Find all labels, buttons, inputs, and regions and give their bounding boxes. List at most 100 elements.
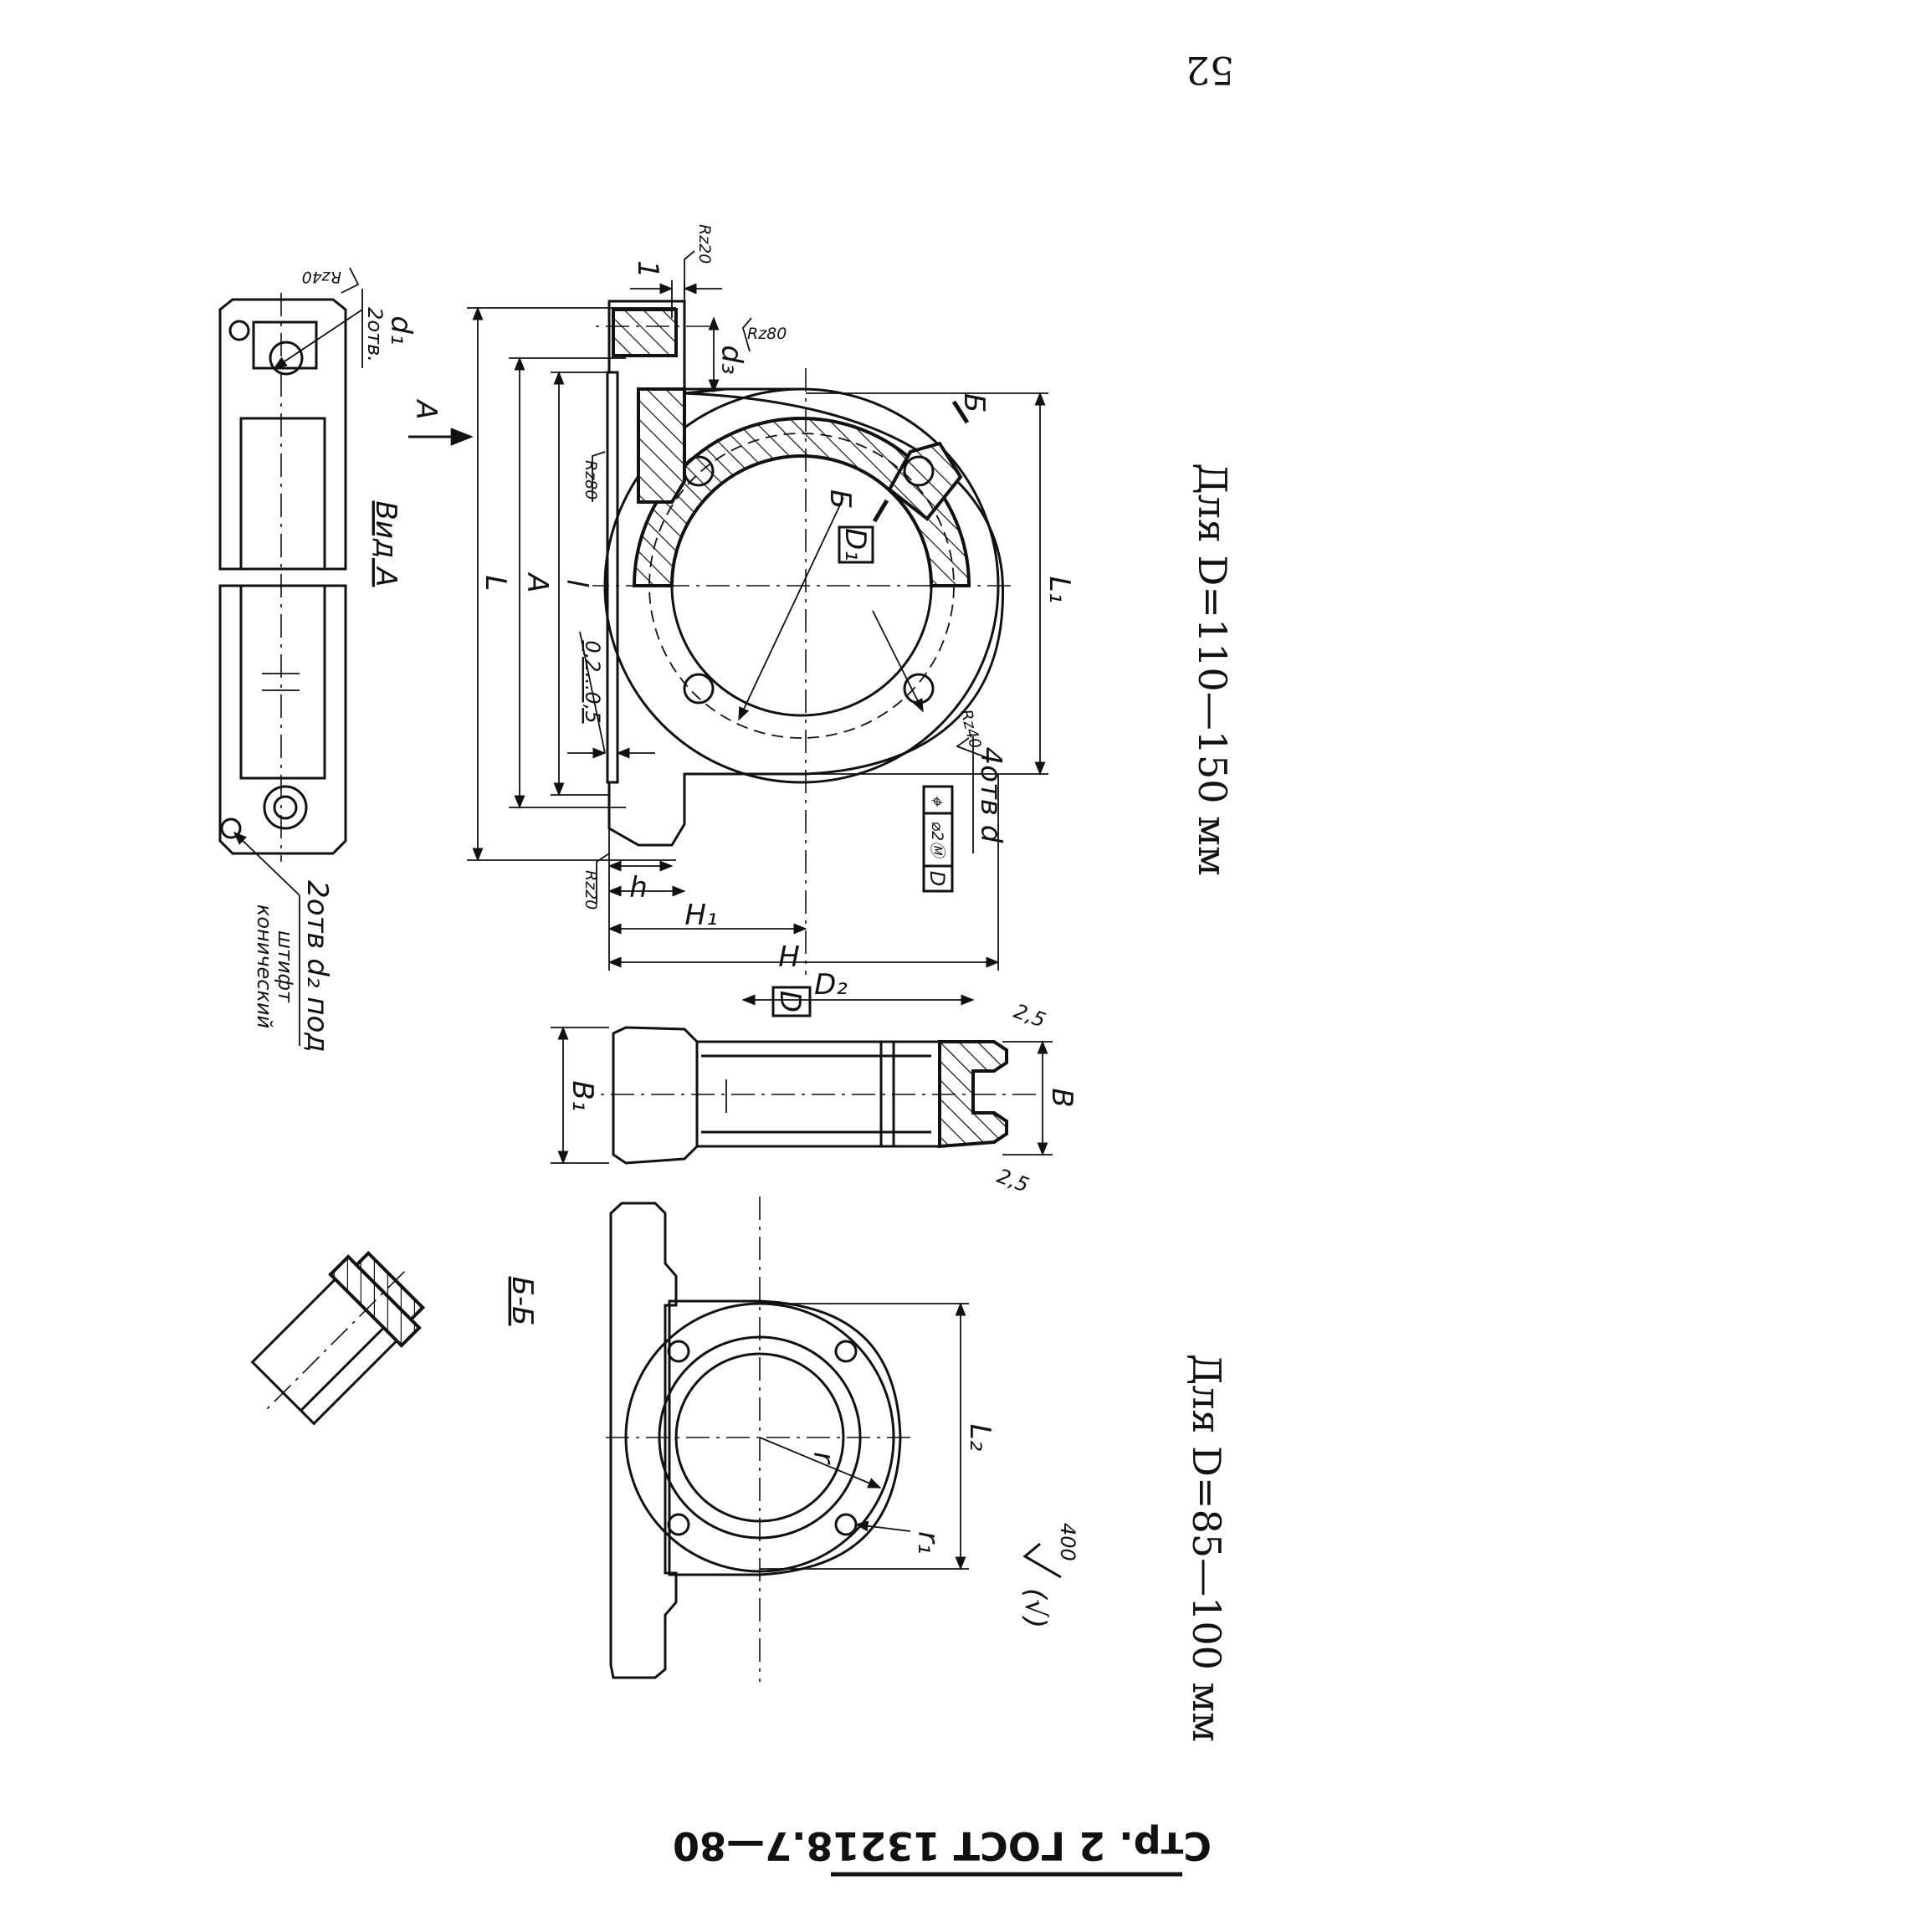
small-hole-br <box>667 1513 690 1536</box>
bolt-hole-tl <box>903 455 935 487</box>
foot-section <box>637 387 686 504</box>
view-a-boss-inner <box>273 795 298 820</box>
roughness-rz40-view-a-text: Rz40 <box>302 268 341 286</box>
label-L1: L₁ <box>1043 577 1076 604</box>
label-gap: 0,2...0,5 <box>581 640 604 723</box>
label-d2-line3: конический <box>253 905 276 1028</box>
label-L: L <box>479 576 512 592</box>
drawing-sheet: 52 Для D=110—150 мм Для D=85—100 мм Стр.… <box>218 48 1235 1877</box>
left-boss <box>612 308 678 357</box>
bolt-hole-br <box>683 673 715 705</box>
label-d2-holes: 2отв d₂ под <box>300 880 334 1053</box>
label-d1: d₁ <box>384 315 418 345</box>
d1-leader-arrow <box>273 309 363 369</box>
roughness-rz80-side-text: Rz80 <box>747 325 787 343</box>
small-hole-tl <box>834 1340 858 1363</box>
roughness-rz80-base-text: Rz80 <box>582 460 600 500</box>
gap-leader <box>579 631 606 754</box>
label-r: r <box>807 1452 840 1465</box>
bolt-hole-bl <box>683 455 715 487</box>
label-d3: d₃ <box>715 345 748 374</box>
radius-r1-leader <box>854 1520 911 1532</box>
label-chamfer-left: 2,5 <box>1011 999 1048 1032</box>
tolerance-symbol: ⌖ <box>925 794 949 807</box>
label-view-A: Вид A <box>369 501 402 587</box>
view-a: Вид A d₁ 2отв. 2отв d₂ под штифт коничес… <box>218 267 418 1053</box>
roughness-rz20-right-text: Rz20 <box>582 870 600 910</box>
roughness-rz20-right-tick <box>596 853 610 904</box>
roughness-rz20-left: Rz20 <box>684 224 714 297</box>
roughness-rz20-right: Rz20 <box>582 853 610 910</box>
holes-leader <box>872 610 924 713</box>
label-B1: B₁ <box>566 1081 599 1112</box>
running-head: Стр. 2 ГОСТ 13218.7—80 <box>673 1823 1212 1868</box>
roughness-rz40-tick <box>956 737 986 758</box>
view-a-hole-d2 <box>220 817 242 839</box>
small-view: 400 (√) L₂ r r₁ <box>601 1197 1079 1682</box>
roughness-rz40-view-a: Rz40 <box>302 267 360 294</box>
section-bb-axis <box>262 1271 405 1414</box>
view-a-small-hole <box>228 320 250 341</box>
housing-outline <box>607 300 1004 847</box>
header-right: Для D=85—100 мм <box>1184 1354 1229 1742</box>
d1-leader <box>738 497 844 721</box>
label-section-title: Б-Б <box>505 1277 539 1326</box>
label-D2: D₂ <box>814 968 848 1002</box>
page-number: 52 <box>1186 48 1235 93</box>
small-hole-bl <box>667 1340 690 1363</box>
tolerance-value: ⌀2Ⓜ <box>928 822 946 860</box>
bolt-circle <box>648 433 955 739</box>
label-section-mark: Б <box>957 393 991 413</box>
d2-leader-arrow <box>233 831 300 896</box>
tolerance-frame: ⌖ ⌀2Ⓜ D <box>922 785 954 893</box>
label-chamfer-right: 2,5 <box>994 1164 1032 1197</box>
label-arrow-A: A <box>409 398 443 419</box>
side-view: B B₁ 2,5 2,5 D <box>551 986 1079 1197</box>
base-plate <box>606 371 619 784</box>
view-a-slot-right <box>239 584 326 780</box>
header-left: Для D=110—150 мм <box>1190 463 1235 875</box>
frame-D <box>771 986 812 1017</box>
section-bb: Б-Б <box>250 1250 539 1426</box>
roughness-general-value: 400 <box>1056 1523 1079 1561</box>
roughness-rz80-side-tick <box>742 317 752 352</box>
view-a-outline-left <box>218 298 347 571</box>
label-d2-line2: штифт <box>274 930 297 1003</box>
roughness-rz20-left-tick <box>684 250 695 297</box>
view-a-boss-right <box>263 785 308 830</box>
roughness-general-tick <box>1022 1542 1062 1579</box>
label-B: B <box>1045 1088 1079 1107</box>
view-a-outline-right <box>218 584 347 855</box>
label-l: l <box>560 579 593 587</box>
label-H1: H₁ <box>684 899 717 932</box>
section-line-bottom <box>872 499 889 523</box>
label-L2: L₂ <box>963 1424 997 1452</box>
view-a-hole-d1 <box>269 341 304 376</box>
tolerance-datum: D <box>925 871 949 886</box>
roughness-rz80-base: Rz80 <box>582 451 606 502</box>
label-h: h <box>629 871 648 905</box>
view-a-slot-left <box>239 417 326 571</box>
label-holes-d: 4отв d <box>974 747 1007 843</box>
section-bb-line-1 <box>300 1326 385 1412</box>
rotated-page: 52 Для D=110—150 мм Для D=85—100 мм Стр.… <box>218 48 1235 1877</box>
label-A: A <box>520 571 554 592</box>
small-hole-tr <box>834 1513 858 1536</box>
roughness-rz40-view-a-tick <box>341 267 360 294</box>
label-D1: D₁ <box>838 528 872 561</box>
label-D: D <box>773 991 807 1012</box>
section-bb-body <box>250 1250 426 1426</box>
label-d1-holes: 2отв. <box>363 307 387 362</box>
roughness-general-paren: (√) <box>1018 1588 1052 1628</box>
roughness-general: 400 (√) <box>1018 1523 1079 1628</box>
label-H: H <box>778 940 800 974</box>
label-one: 1 <box>631 260 664 279</box>
section-line-top <box>951 400 970 424</box>
side-foot <box>612 1026 699 1165</box>
label-r1: r₁ <box>911 1531 945 1555</box>
roughness-rz80-side: Rz80 <box>742 317 787 352</box>
tolerance-frame-box <box>922 785 954 893</box>
running-head-block: Стр. 2 ГОСТ 13218.7—80 <box>673 1823 1212 1868</box>
bolt-hole-tr <box>903 673 935 705</box>
roughness-rz20-left-text: Rz20 <box>695 224 714 264</box>
